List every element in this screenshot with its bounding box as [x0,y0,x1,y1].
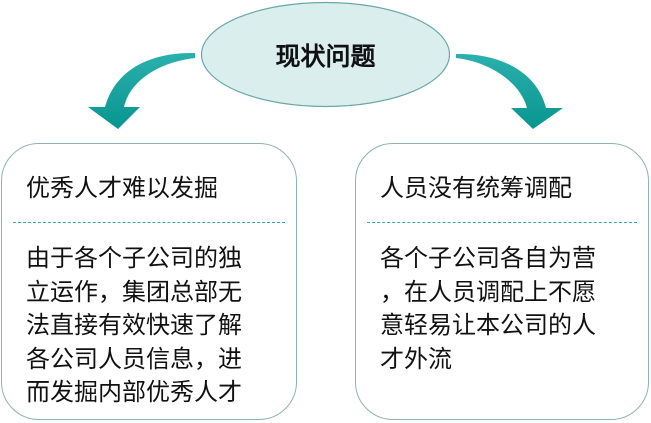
card-body: 由于各个子公司的独 立运作，集团总部无 法直接有效快速了解 各公司人员信息，进 … [26,242,242,410]
left-problem-card: 优秀人才难以发掘 由于各个子公司的独 立运作，集团总部无 法直接有效快速了解 各… [1,143,297,420]
dashed-divider [367,222,637,223]
center-ellipse [200,1,451,108]
right-curved-arrow-icon [456,53,563,130]
body-line: 由于各个子公司的独 [26,244,242,272]
body-line: 意轻易让本公司的人 [380,311,596,339]
left-curved-arrow-icon [88,52,195,129]
body-line: 各个子公司各自为营 [380,244,596,272]
card-heading: 优秀人才难以发掘 [26,174,218,202]
body-line: 而发掘内部优秀人才 [26,378,242,406]
card-heading: 人员没有统筹调配 [380,174,572,202]
dashed-divider [13,222,285,223]
body-line: 法直接有效快速了解 [26,311,242,339]
body-line: 各公司人员信息，进 [26,344,242,373]
card-body: 各个子公司各自为营 ，在人员调配上不愿 意轻易让本公司的人 才外流 [380,242,596,376]
body-line: ，在人员调配上不愿 [380,277,596,306]
right-problem-card: 人员没有统筹调配 各个子公司各自为营 ，在人员调配上不愿 意轻易让本公司的人 才… [355,143,649,420]
center-title: 现状问题 [275,41,376,71]
body-line: 立运作，集团总部无 [26,277,242,306]
body-line: 才外流 [380,344,452,373]
